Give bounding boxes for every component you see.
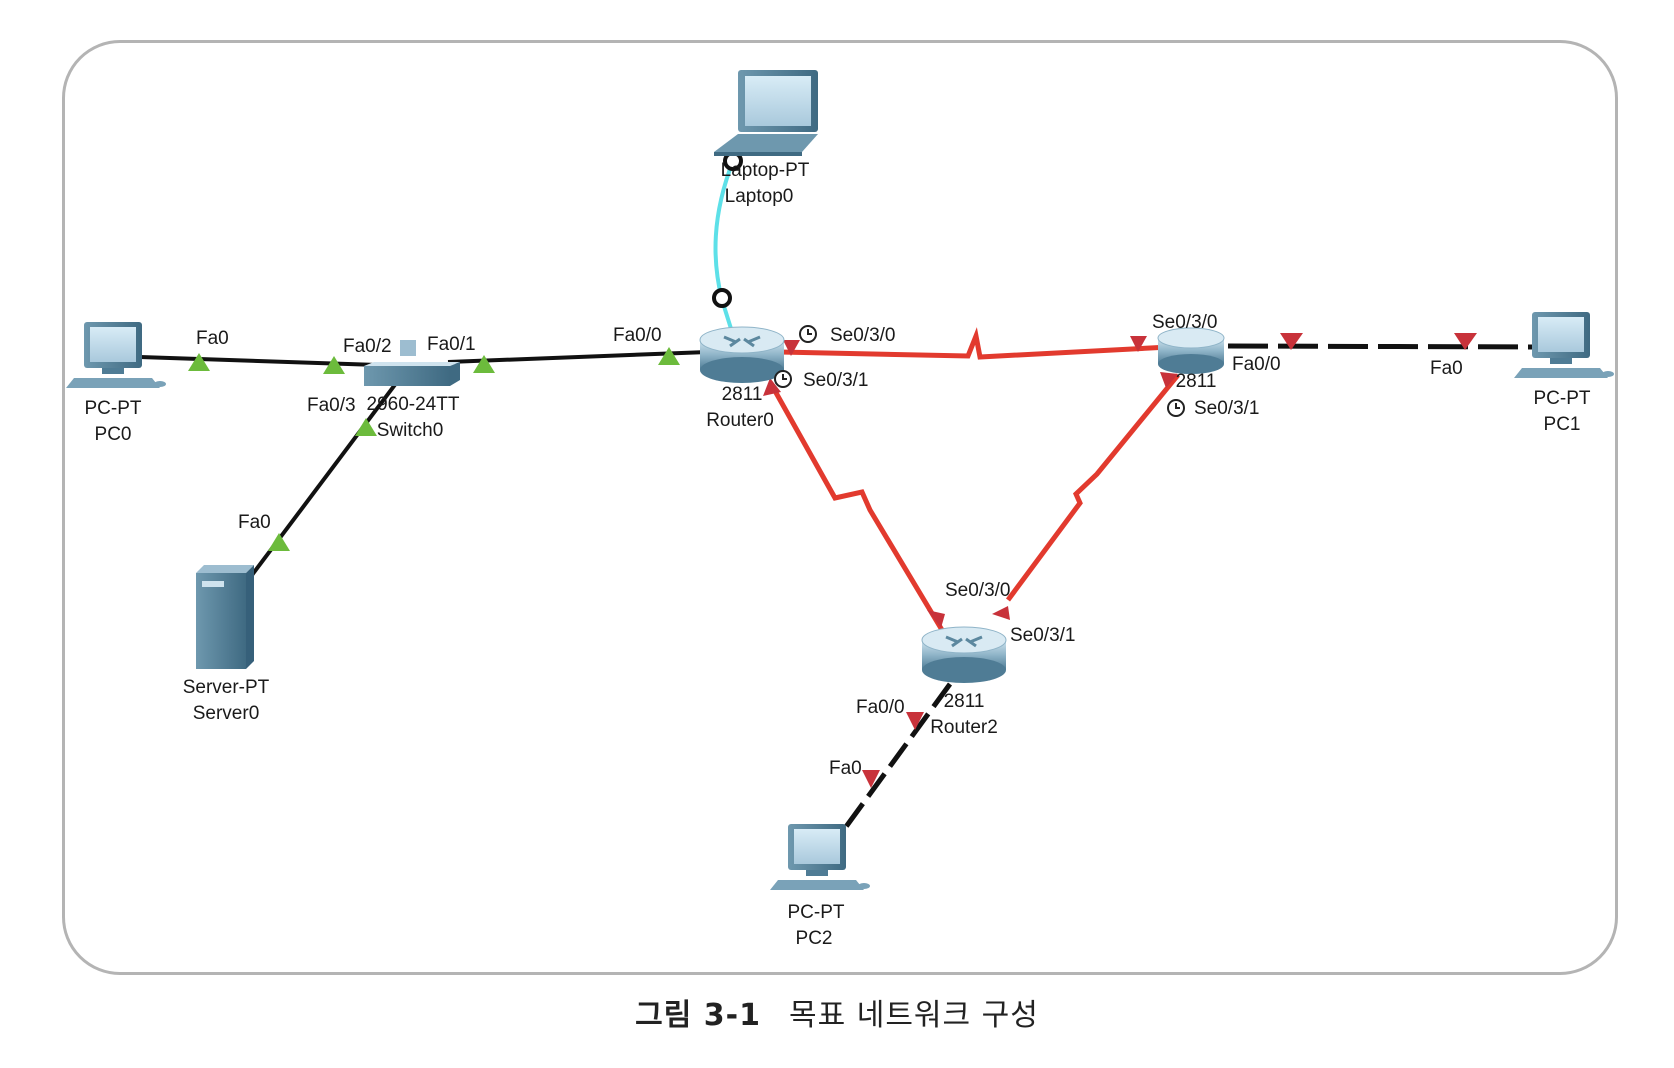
device-name: PC2 <box>796 928 833 949</box>
port-label: Se0/3/0 <box>1152 312 1218 333</box>
device-name: PC0 <box>95 424 132 445</box>
router1-device[interactable]: 2811 <box>1157 327 1225 392</box>
clock-icon <box>799 325 817 343</box>
port-label: Fa0/0 <box>613 325 662 346</box>
links-layer <box>139 151 1546 837</box>
device-name: Switch0 <box>377 420 444 441</box>
pc-icon <box>1514 312 1614 378</box>
link-down-marker <box>906 712 924 730</box>
port-label: Fa0/0 <box>1232 354 1281 375</box>
port-labels: Fa0 Fa0/2 Fa0/1 Fa0/3 Fa0 Fa0/0 Se0/3/0 … <box>196 312 1463 779</box>
server0-device[interactable]: Server-PT Server0 <box>183 565 270 724</box>
link-down-marker <box>1454 333 1477 350</box>
link-down-marker <box>927 610 945 628</box>
device-model: Server-PT <box>183 677 270 698</box>
link-router0-router2[interactable] <box>767 380 945 632</box>
link-up-marker <box>268 533 290 551</box>
device-model: 2811 <box>1176 371 1217 392</box>
link-up-marker <box>188 353 210 371</box>
router-icon <box>699 326 785 383</box>
port-label: Fa0/3 <box>307 395 356 416</box>
device-name: PC1 <box>1544 414 1581 435</box>
link-up-marker <box>473 355 495 373</box>
server-icon <box>196 565 254 669</box>
link-down-marker <box>1130 336 1147 352</box>
port-label: Se0/3/1 <box>1194 398 1260 419</box>
clock-icons <box>774 325 1185 417</box>
link-router1-router2[interactable] <box>1005 373 1180 602</box>
link-pc0-switch0[interactable] <box>139 355 379 367</box>
link-router2-pc2[interactable] <box>837 682 953 837</box>
link-down-marker <box>992 606 1010 620</box>
port-label: Fa0/0 <box>856 697 905 718</box>
link-up-marker <box>323 356 345 374</box>
link-router0-router1[interactable] <box>779 327 1189 360</box>
router-icon <box>921 626 1007 683</box>
port-label: Fa0/1 <box>427 334 476 355</box>
link-up-marker <box>658 347 680 365</box>
port-label: Fa0/2 <box>343 336 392 357</box>
port-label: Fa0 <box>238 512 271 533</box>
figure-caption: 그림 3-1 목표 네트워크 구성 <box>0 990 1674 1034</box>
device-name: Server0 <box>193 703 260 724</box>
link-down-marker <box>1160 372 1178 388</box>
link-up-marker <box>355 418 377 436</box>
router2-device[interactable]: 2811 Router2 <box>921 626 1007 738</box>
device-model: PC-PT <box>85 398 142 419</box>
port-label: Fa0 <box>829 758 862 779</box>
diagram-frame <box>62 40 1618 975</box>
pc-icon <box>66 322 166 388</box>
switch0-device[interactable]: 2960-24TT Switch0 <box>364 340 460 441</box>
port-label: Se0/3/0 <box>945 580 1011 601</box>
link-down-marker <box>862 770 880 788</box>
device-model: Laptop-PT <box>721 160 810 181</box>
link-router1-pc1[interactable] <box>1227 343 1546 350</box>
pc2-device[interactable]: PC-PT PC2 <box>770 824 870 949</box>
device-name: Laptop0 <box>725 186 794 207</box>
console-port-router0 <box>712 288 732 308</box>
link-switch0-router0[interactable] <box>447 350 709 364</box>
switch-icon <box>364 340 460 386</box>
port-label: Fa0 <box>1430 358 1463 379</box>
port-label: Se0/3/0 <box>830 325 896 346</box>
laptop-icon <box>714 70 818 156</box>
device-model: 2811 <box>722 384 763 405</box>
clock-icon <box>774 370 792 388</box>
port-label: Se0/3/1 <box>803 370 869 391</box>
port-label: Se0/3/1 <box>1010 625 1076 646</box>
device-model: PC-PT <box>1534 388 1591 409</box>
device-model: PC-PT <box>788 902 845 923</box>
figure-number: 그림 3-1 <box>635 998 761 1033</box>
link-down-marker <box>783 340 800 356</box>
link-down-marker <box>763 378 781 396</box>
link-status-markers <box>188 333 1477 788</box>
router0-device[interactable]: 2811 Router0 <box>699 326 785 431</box>
router-icon <box>1157 327 1225 374</box>
pc1-device[interactable]: PC-PT PC1 <box>1514 312 1614 435</box>
device-name: Router0 <box>706 410 774 431</box>
link-down-marker <box>1280 333 1303 350</box>
laptop0-device[interactable]: Laptop-PT Laptop0 <box>714 70 818 207</box>
device-name: Router2 <box>930 717 998 738</box>
port-label: Fa0 <box>196 328 229 349</box>
device-model: 2811 <box>944 691 985 712</box>
figure-title: 목표 네트워크 구성 <box>788 998 1039 1033</box>
pc-icon <box>770 824 870 890</box>
device-model: 2960-24TT <box>367 394 460 415</box>
pc0-device[interactable]: PC-PT PC0 <box>66 322 166 445</box>
clock-icon <box>1167 399 1185 417</box>
